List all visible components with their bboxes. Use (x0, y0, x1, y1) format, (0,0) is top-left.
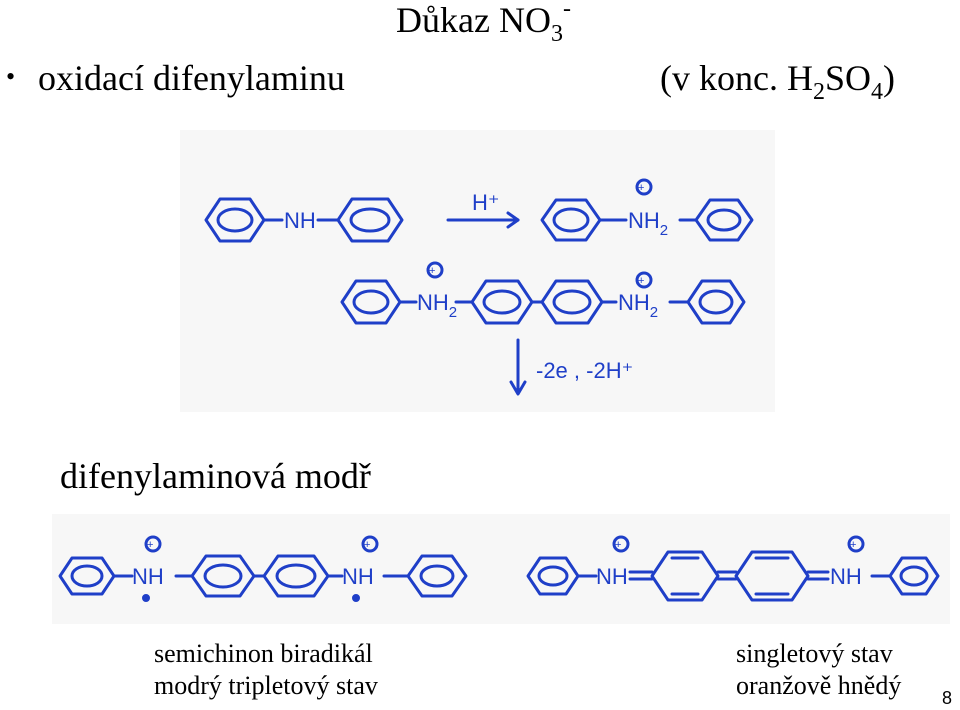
charge-plus: + (638, 275, 644, 287)
arrow-label: H⁺ (472, 190, 500, 215)
quinoid-ring-icon (650, 550, 720, 602)
caption-right-line-2: oranžově hnědý (736, 671, 902, 700)
caption-right: singletový stav oranžově hnědý (736, 638, 901, 702)
condition-close: ) (883, 58, 895, 98)
positive-charge-icon (361, 535, 379, 553)
radical-dot-icon (142, 594, 150, 602)
ammonium-label: NH2 (618, 290, 658, 321)
charge-plus: + (364, 539, 370, 551)
charge-plus: + (850, 539, 856, 551)
title-base: Důkaz NO (396, 0, 551, 40)
section-heading: difenylaminová modř (60, 456, 371, 496)
caption-left-line-2: modrý tripletový stav (154, 671, 378, 700)
positive-charge-icon (847, 535, 865, 553)
caption-left-line-1: semichinon biradikál (154, 639, 373, 668)
condition-sub-1: 2 (812, 79, 825, 105)
condition-open: (v konc. H (660, 58, 813, 98)
title-subscript: 3 (550, 21, 563, 47)
condition-mid: SO (824, 58, 871, 98)
charge-plus: + (147, 539, 153, 551)
title-superscript: - (562, 0, 571, 22)
bullet-icon: • (6, 62, 16, 91)
reaction-condition: (v konc. H2SO4) (660, 58, 895, 104)
reaction-scheme-1: NH H⁺ NH2 + NH2 + NH2 + -2e , -2H⁺ (204, 178, 754, 396)
reaction-arrow-icon (446, 211, 520, 229)
charge-plus: + (429, 265, 435, 277)
benzene-ring-icon (888, 556, 940, 596)
caption-right-line-1: singletový stav (736, 639, 893, 668)
amine-nh-label: NH (342, 564, 374, 589)
benzene-ring-icon (470, 279, 534, 325)
benzene-ring-icon (190, 554, 256, 598)
positive-charge-icon (612, 535, 630, 553)
caption-left: semichinon biradikál modrý tripletový st… (154, 638, 378, 702)
scan-background-2 (52, 514, 950, 624)
imine-nh-label: NH (830, 564, 862, 589)
down-arrow-icon (509, 338, 527, 396)
slide-title: Důkaz NO3- (396, 0, 571, 46)
benzene-ring-icon (406, 554, 468, 598)
ammonium-label: NH2 (628, 208, 668, 239)
benzene-ring-icon (340, 279, 402, 325)
oxidation-label: -2e , -2H⁺ (536, 358, 633, 383)
scan-background-1 (180, 130, 775, 412)
ammonium-label: NH2 (417, 290, 457, 321)
positive-charge-icon (635, 178, 653, 196)
benzene-ring-icon (204, 197, 266, 243)
benzene-ring-icon (686, 279, 746, 325)
slide-number: 8 (942, 688, 953, 708)
radical-dot-icon (352, 594, 360, 602)
amine-nh-label: NH (284, 208, 316, 233)
reaction-scheme-2: NH + NH + NH + NH + (58, 535, 940, 602)
benzene-ring-icon (694, 198, 754, 242)
positive-charge-icon (426, 261, 444, 279)
quinoid-ring-icon (734, 550, 810, 602)
imine-nh-label: NH (596, 564, 628, 589)
positive-charge-icon (144, 535, 162, 553)
positive-charge-icon (635, 271, 653, 289)
benzene-ring-icon (526, 556, 580, 596)
benzene-ring-icon (336, 197, 404, 243)
bullet-text: oxidací difenylaminu (38, 58, 345, 98)
benzene-ring-icon (540, 198, 602, 242)
charge-plus: + (615, 539, 621, 551)
condition-sub-2: 4 (871, 79, 883, 105)
benzene-ring-icon (262, 554, 330, 598)
amine-nh-label: NH (132, 564, 164, 589)
benzene-ring-icon (58, 556, 116, 596)
benzene-ring-icon (540, 279, 604, 325)
charge-plus: + (638, 182, 644, 194)
